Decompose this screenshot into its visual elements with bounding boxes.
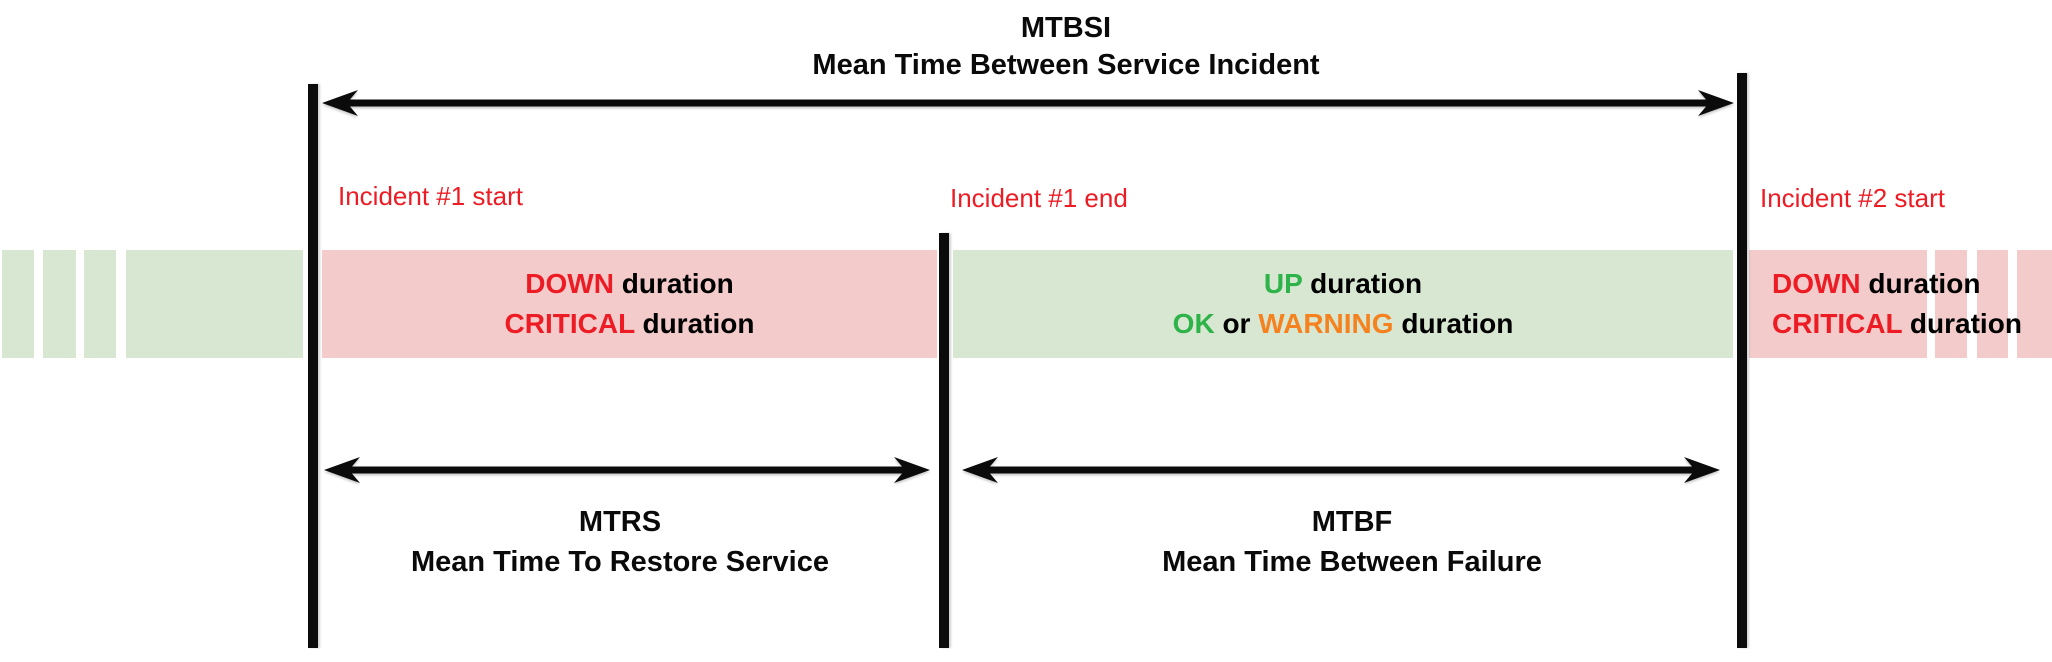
or-text: or: [1214, 308, 1259, 339]
incident-1-end-label: Incident #1 end: [950, 183, 1128, 213]
critical-status-text-2: CRITICAL: [1772, 308, 1903, 339]
mtbf-abbreviation: MTBF: [1311, 506, 1393, 538]
timeline-up-segment-4: [126, 250, 303, 358]
incident-1-start-line: [308, 84, 318, 648]
down-band-incident-2: [1749, 250, 1927, 358]
up-duration-line: UP duration: [1264, 264, 1422, 304]
down-duration-line-2: DOWN duration: [1772, 264, 1980, 304]
critical-duration-line-2: CRITICAL duration: [1772, 304, 2022, 344]
up-status-text: UP: [1263, 268, 1303, 299]
incident-2-start-line: [1737, 73, 1747, 648]
mtbsi-span-arrow: [322, 90, 1734, 116]
warning-status-text: WARNING: [1258, 308, 1394, 339]
mtbf-label-block: MTBF Mean Time Between Failure: [1052, 502, 1652, 582]
down-duration-text: duration: [613, 268, 734, 299]
ok-warning-duration-line: OK or WARNING duration: [1173, 304, 1514, 344]
mtbf-full-name: Mean Time Between Failure: [1162, 546, 1542, 578]
mtrs-abbreviation: MTRS: [578, 506, 662, 538]
up-band: UP duration OK or WARNING duration: [953, 250, 1733, 358]
critical-duration-line: CRITICAL duration: [505, 304, 755, 344]
timeline-up-segment-3: [84, 250, 116, 358]
incident-2-start-label: Incident #2 start: [1760, 183, 1945, 213]
down-duration-line: DOWN duration: [525, 264, 733, 304]
mtbf-span-arrow: [962, 457, 1720, 483]
down-band-strip-3: [2017, 250, 2052, 358]
incident-1-start-label: Incident #1 start: [338, 181, 523, 211]
incident-1-end-line: [939, 233, 949, 648]
mtbsi-title-block: MTBSI Mean Time Between Service Incident: [766, 10, 1366, 84]
timeline-up-segment-2: [43, 250, 76, 358]
down-status-text-2: DOWN: [1772, 268, 1861, 299]
mtrs-span-arrow: [324, 457, 930, 483]
mtrs-full-name: Mean Time To Restore Service: [411, 546, 829, 578]
mtbsi-full-name: Mean Time Between Service Incident: [812, 49, 1320, 81]
critical-status-text: CRITICAL: [504, 308, 635, 339]
critical-duration-text: duration: [634, 308, 755, 339]
timeline-up-segment-1: [2, 250, 34, 358]
down-status-text: DOWN: [525, 268, 614, 299]
down-band-strip-1: [1935, 250, 1967, 358]
down-band-incident-1: DOWN duration CRITICAL duration: [322, 250, 937, 358]
down-duration-text-2: duration: [1860, 268, 1981, 299]
ok-warning-duration-text: duration: [1393, 308, 1514, 339]
ok-status-text: OK: [1172, 308, 1215, 339]
up-duration-text: duration: [1302, 268, 1423, 299]
mtrs-label-block: MTRS Mean Time To Restore Service: [316, 502, 924, 582]
down-band-incident-2-text: DOWN duration CRITICAL duration: [1772, 250, 2052, 358]
mtbsi-abbreviation: MTBSI: [1020, 12, 1112, 44]
down-band-strip-2: [1977, 250, 2008, 358]
critical-duration-text-2: duration: [1902, 308, 2022, 339]
